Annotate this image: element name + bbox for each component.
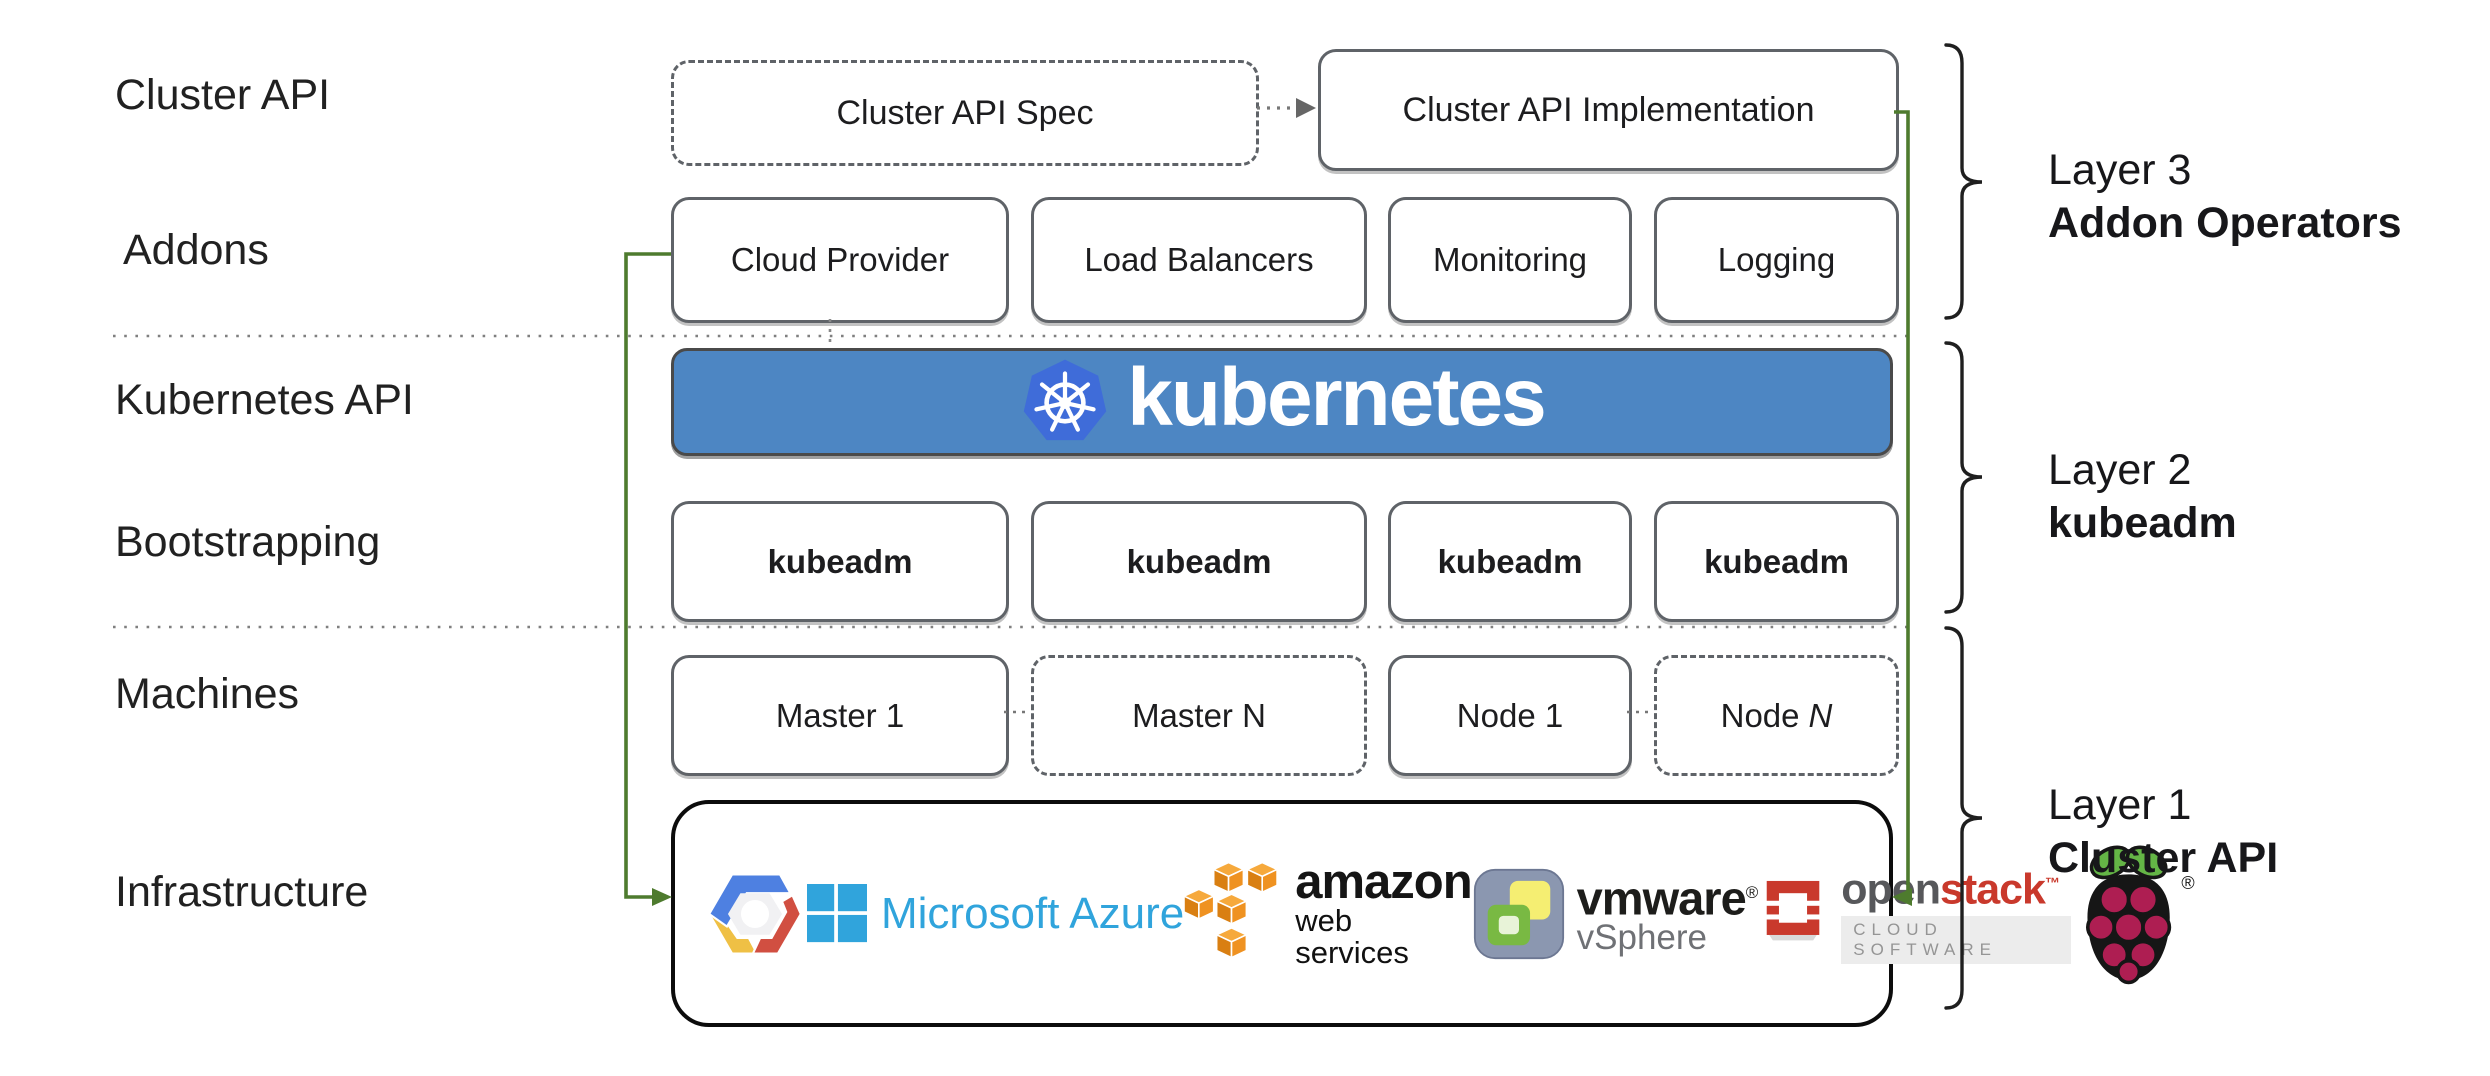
vmware-registered-mark: ® <box>1745 882 1758 902</box>
layer-2-name: Layer 2 <box>2048 446 2192 494</box>
cluster-api-implementation-box: Cluster API Implementation <box>1318 49 1899 171</box>
row-label-infrastructure: Infrastructure <box>115 868 369 916</box>
microsoft-azure-logo: Microsoft Azure <box>807 883 1185 944</box>
aws-web-services-text: web services <box>1295 902 1409 970</box>
kubeadm-label: kubeadm <box>767 542 913 580</box>
row-label-bootstrapping: Bootstrapping <box>115 518 381 566</box>
addon-box-load-balancers: Load Balancers <box>1031 197 1367 323</box>
layer-1-label: Layer 1 Cluster API <box>2048 779 2278 885</box>
kubeadm-label: kubeadm <box>1437 542 1583 580</box>
kubeadm-box-3: kubeadm <box>1388 501 1632 622</box>
machine-label: Node 1 <box>1456 696 1564 734</box>
kubeadm-label: kubeadm <box>1126 542 1272 580</box>
openstack-cube-icon <box>1763 881 1824 941</box>
machine-box-node-1: Node 1 <box>1388 655 1632 776</box>
cluster-api-implementation-label: Cluster API Implementation <box>1402 90 1815 129</box>
raspberry-pi-logo: ® <box>2071 838 2197 990</box>
left-green-arrowhead <box>652 888 672 906</box>
vsphere-text: vSphere <box>1576 918 1708 958</box>
row-label-cluster-api: Cluster API <box>115 71 331 119</box>
google-cloud-hexagon-icon <box>707 872 802 955</box>
vmware-wordmark: vmware® <box>1576 871 1759 925</box>
google-cloud-logo <box>703 862 807 966</box>
kubernetes-bar: kubernetes <box>671 348 1893 456</box>
kubernetes-helm-wheel-icon <box>1024 359 1107 441</box>
aws-cubes-icon <box>1184 861 1280 959</box>
layer-3-label: Layer 3 Addon Operators <box>2048 144 2402 250</box>
machine-box-node-n: Node N <box>1654 655 1899 776</box>
addon-label: Monitoring <box>1432 241 1588 278</box>
openstack-cloud-software-text: CLOUD SOFTWARE <box>1841 915 2071 964</box>
machine-box-master-n: Master N <box>1031 655 1367 776</box>
raspberry-icon: ® <box>2085 845 2195 984</box>
addon-label: Load Balancers <box>1084 241 1314 278</box>
vsphere-icon <box>1473 868 1564 959</box>
kubeadm-box-2: kubeadm <box>1031 501 1367 622</box>
machine-label: Master N <box>1132 696 1266 734</box>
infrastructure-box: Microsoft Azure <box>671 800 2195 1027</box>
azure-wordmark: Microsoft Azure <box>881 888 1185 938</box>
row-label-kubernetes-api: Kubernetes API <box>115 376 414 424</box>
addon-label: Logging <box>1717 241 1836 278</box>
layer-2-brace <box>1944 341 1983 614</box>
kubeadm-label: kubeadm <box>1704 542 1849 580</box>
spec-arrowhead <box>1296 98 1316 118</box>
kubernetes-wordmark: kubernetes <box>1127 352 1547 443</box>
vmware-vsphere-logo: vmware® vSphere <box>1473 868 1758 960</box>
layer-1-name: Layer 1 <box>2048 781 2192 829</box>
raspberry-registered-mark: ® <box>2181 872 2194 892</box>
addon-box-monitoring: Monitoring <box>1388 197 1632 323</box>
layer-2-label: Layer 2 kubeadm <box>2048 444 2237 550</box>
layer-3-brace <box>1944 43 1983 320</box>
layer-2-title: kubeadm <box>2048 499 2237 547</box>
kubeadm-box-4: kubeadm <box>1654 501 1899 622</box>
openstack-logo: openstack™ CLOUD SOFTWARE <box>1757 863 2071 964</box>
windows-flag-icon <box>807 883 867 942</box>
machine-label: Master 1 <box>775 696 905 734</box>
openstack-wordmark: openstack™ <box>1841 865 2060 914</box>
cluster-api-spec-label: Cluster API Spec <box>836 93 1094 132</box>
addon-label: Cloud Provider <box>730 241 950 278</box>
amazon-wordmark: amazon <box>1295 854 1472 909</box>
machine-box-master-1: Master 1 <box>671 655 1009 776</box>
kubeadm-box-1: kubeadm <box>671 501 1009 622</box>
addon-box-cloud-provider: Cloud Provider <box>671 197 1009 323</box>
addon-box-logging: Logging <box>1654 197 1899 323</box>
layer-3-title: Addon Operators <box>2048 199 2402 247</box>
openstack-trademark: ™ <box>2044 875 2060 893</box>
row-label-machines: Machines <box>115 670 300 718</box>
machine-label: Node <box>1720 696 1800 734</box>
cluster-api-spec-box: Cluster API Spec <box>671 60 1259 166</box>
layer-1-title: Cluster API <box>2048 834 2279 882</box>
cloud-provider-to-infrastructure-line <box>624 252 671 899</box>
aws-logo: amazon web services <box>1184 854 1473 970</box>
layer-3-name: Layer 3 <box>2048 146 2192 194</box>
row-label-addons: Addons <box>123 226 269 274</box>
machine-label-italic-n: N <box>1808 696 1833 734</box>
